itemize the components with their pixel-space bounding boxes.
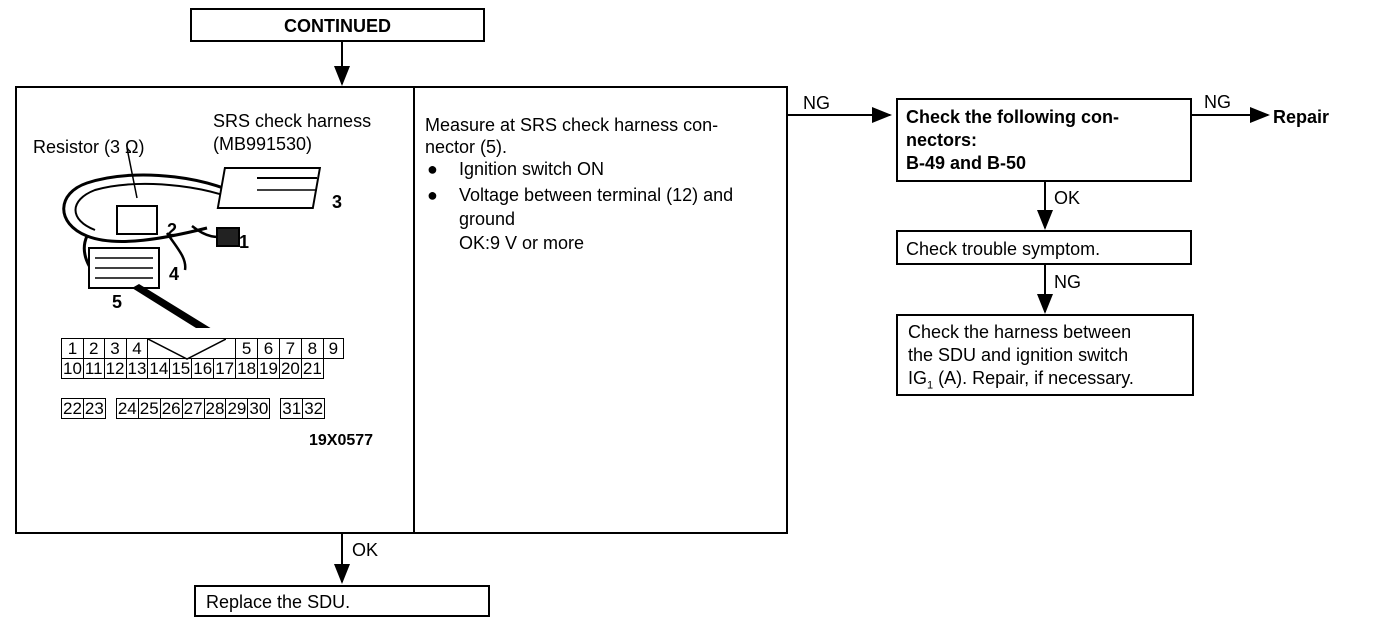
check-connectors-box: Check the following con- nectors: B-49 a… — [896, 98, 1192, 182]
connector-pin-grid-row3: 22 23 24 25 26 27 28 29 30 31 32 — [61, 398, 326, 419]
notch-icon — [148, 339, 227, 360]
pin-row-2: 10 11 12 13 14 15 16 17 18 19 20 21 — [61, 358, 324, 379]
connectors-line-3: B-49 and B-50 — [906, 153, 1027, 173]
connector-pin-grid: 1 2 3 4 5 6 7 8 9 10 11 12 13 — [61, 338, 344, 379]
check-symptom-box: Check trouble symptom. — [896, 230, 1192, 265]
replace-label: Replace the SDU. — [206, 592, 351, 612]
continued-box: CONTINUED — [190, 8, 485, 42]
main-box-divider — [413, 88, 415, 532]
callout-1: 1 — [239, 232, 249, 252]
replace-sdu-box: Replace the SDU. — [194, 585, 490, 617]
resistor-label: Resistor (3 Ω) — [33, 137, 145, 157]
callout-2: 2 — [167, 220, 177, 240]
srs-harness-label: SRS check harness — [213, 111, 372, 131]
instruction-line-1: Measure at SRS check harness con- — [425, 115, 719, 135]
instruction-line-2: nector (5). — [425, 137, 508, 157]
harness-illustration: SRS check harness (MB991530) Resistor (3… — [17, 88, 413, 532]
callout-4: 4 — [169, 264, 179, 284]
connectors-line-2: nectors: — [906, 130, 978, 150]
label-ng-connectors: NG — [1204, 92, 1231, 112]
harness-line-3: IG1 (A). Repair, if necessary. — [908, 368, 1134, 392]
label-ok-connectors: OK — [1054, 188, 1081, 208]
main-step-box: SRS check harness (MB991530) Resistor (3… — [15, 86, 788, 534]
instruction-bullet-1: Ignition switch ON — [459, 159, 605, 179]
ok-criterion: OK:9 V or more — [459, 233, 585, 253]
harness-drawing: 3 1 2 4 5 — [62, 147, 342, 328]
connector-key-notch — [147, 338, 237, 360]
label-ng-main: NG — [803, 93, 830, 113]
srs-harness-part: (MB991530) — [213, 134, 313, 154]
connectors-line-1: Check the following con- — [906, 107, 1120, 127]
pin-row-3: 22 23 24 25 26 27 28 29 30 31 32 — [61, 398, 326, 419]
harness-line-2: the SDU and ignition switch — [908, 345, 1129, 365]
bullet-dot-1: ● — [427, 159, 438, 179]
label-ok-main: OK — [352, 540, 379, 560]
harness-line-1: Check the harness between — [908, 322, 1132, 342]
callout-3: 3 — [332, 192, 342, 212]
figure-id: 19X0577 — [309, 432, 374, 449]
instruction-bullet-2b: ground — [459, 209, 516, 229]
pin-row-1: 1 2 3 4 5 6 7 8 9 — [61, 338, 344, 360]
symptom-label: Check trouble symptom. — [906, 239, 1101, 259]
repair-label: Repair — [1273, 107, 1330, 127]
continued-label: CONTINUED — [284, 16, 391, 36]
check-harness-box: Check the harness between the SDU and ig… — [896, 314, 1194, 396]
callout-5: 5 — [112, 292, 122, 312]
bullet-dot-2: ● — [427, 185, 438, 205]
instruction-bullet-2a: Voltage between terminal (12) and — [459, 185, 734, 205]
label-ng-symptom: NG — [1054, 272, 1081, 292]
